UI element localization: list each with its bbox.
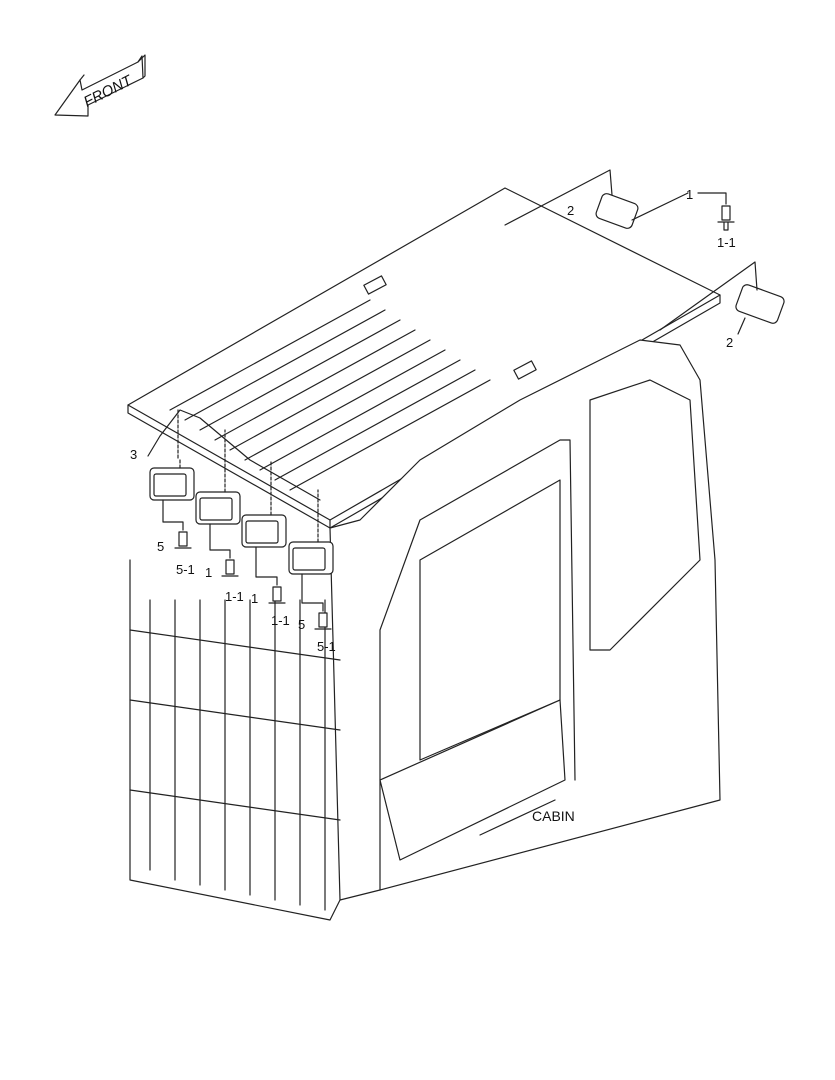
callout-5-1-d: 5-1 (317, 639, 336, 654)
callout-1-upper: 1 (686, 187, 694, 202)
callout-3: 3 (130, 447, 138, 462)
front-lamp-1 (149, 409, 195, 531)
callout-5-d: 5 (298, 617, 306, 632)
roof-lamp-upper (504, 169, 689, 229)
cabin-body (129, 339, 721, 921)
callout-5-a: 5 (157, 539, 165, 554)
callout-5-1-a: 5-1 (176, 562, 195, 577)
bulb-icon (174, 531, 332, 630)
callout-1-1-upper: 1-1 (717, 235, 736, 250)
front-lamp-4 (288, 489, 334, 612)
callout-1-1-c: 1-1 (271, 613, 290, 628)
roof-lamp-lower (659, 261, 785, 335)
callout-2-lower: 2 (726, 335, 734, 350)
roof-panel (127, 187, 721, 529)
front-lamp-3 (241, 459, 287, 586)
cabin-label: CABIN (532, 808, 575, 824)
front-arrow-icon (54, 54, 146, 117)
callout-2-upper: 2 (567, 203, 575, 218)
callout-1-b: 1 (205, 565, 213, 580)
callout-1-1-b: 1-1 (225, 589, 244, 604)
front-lamp-2 (195, 429, 241, 559)
bulb-icon (717, 205, 735, 231)
callout-1-c: 1 (251, 591, 259, 606)
